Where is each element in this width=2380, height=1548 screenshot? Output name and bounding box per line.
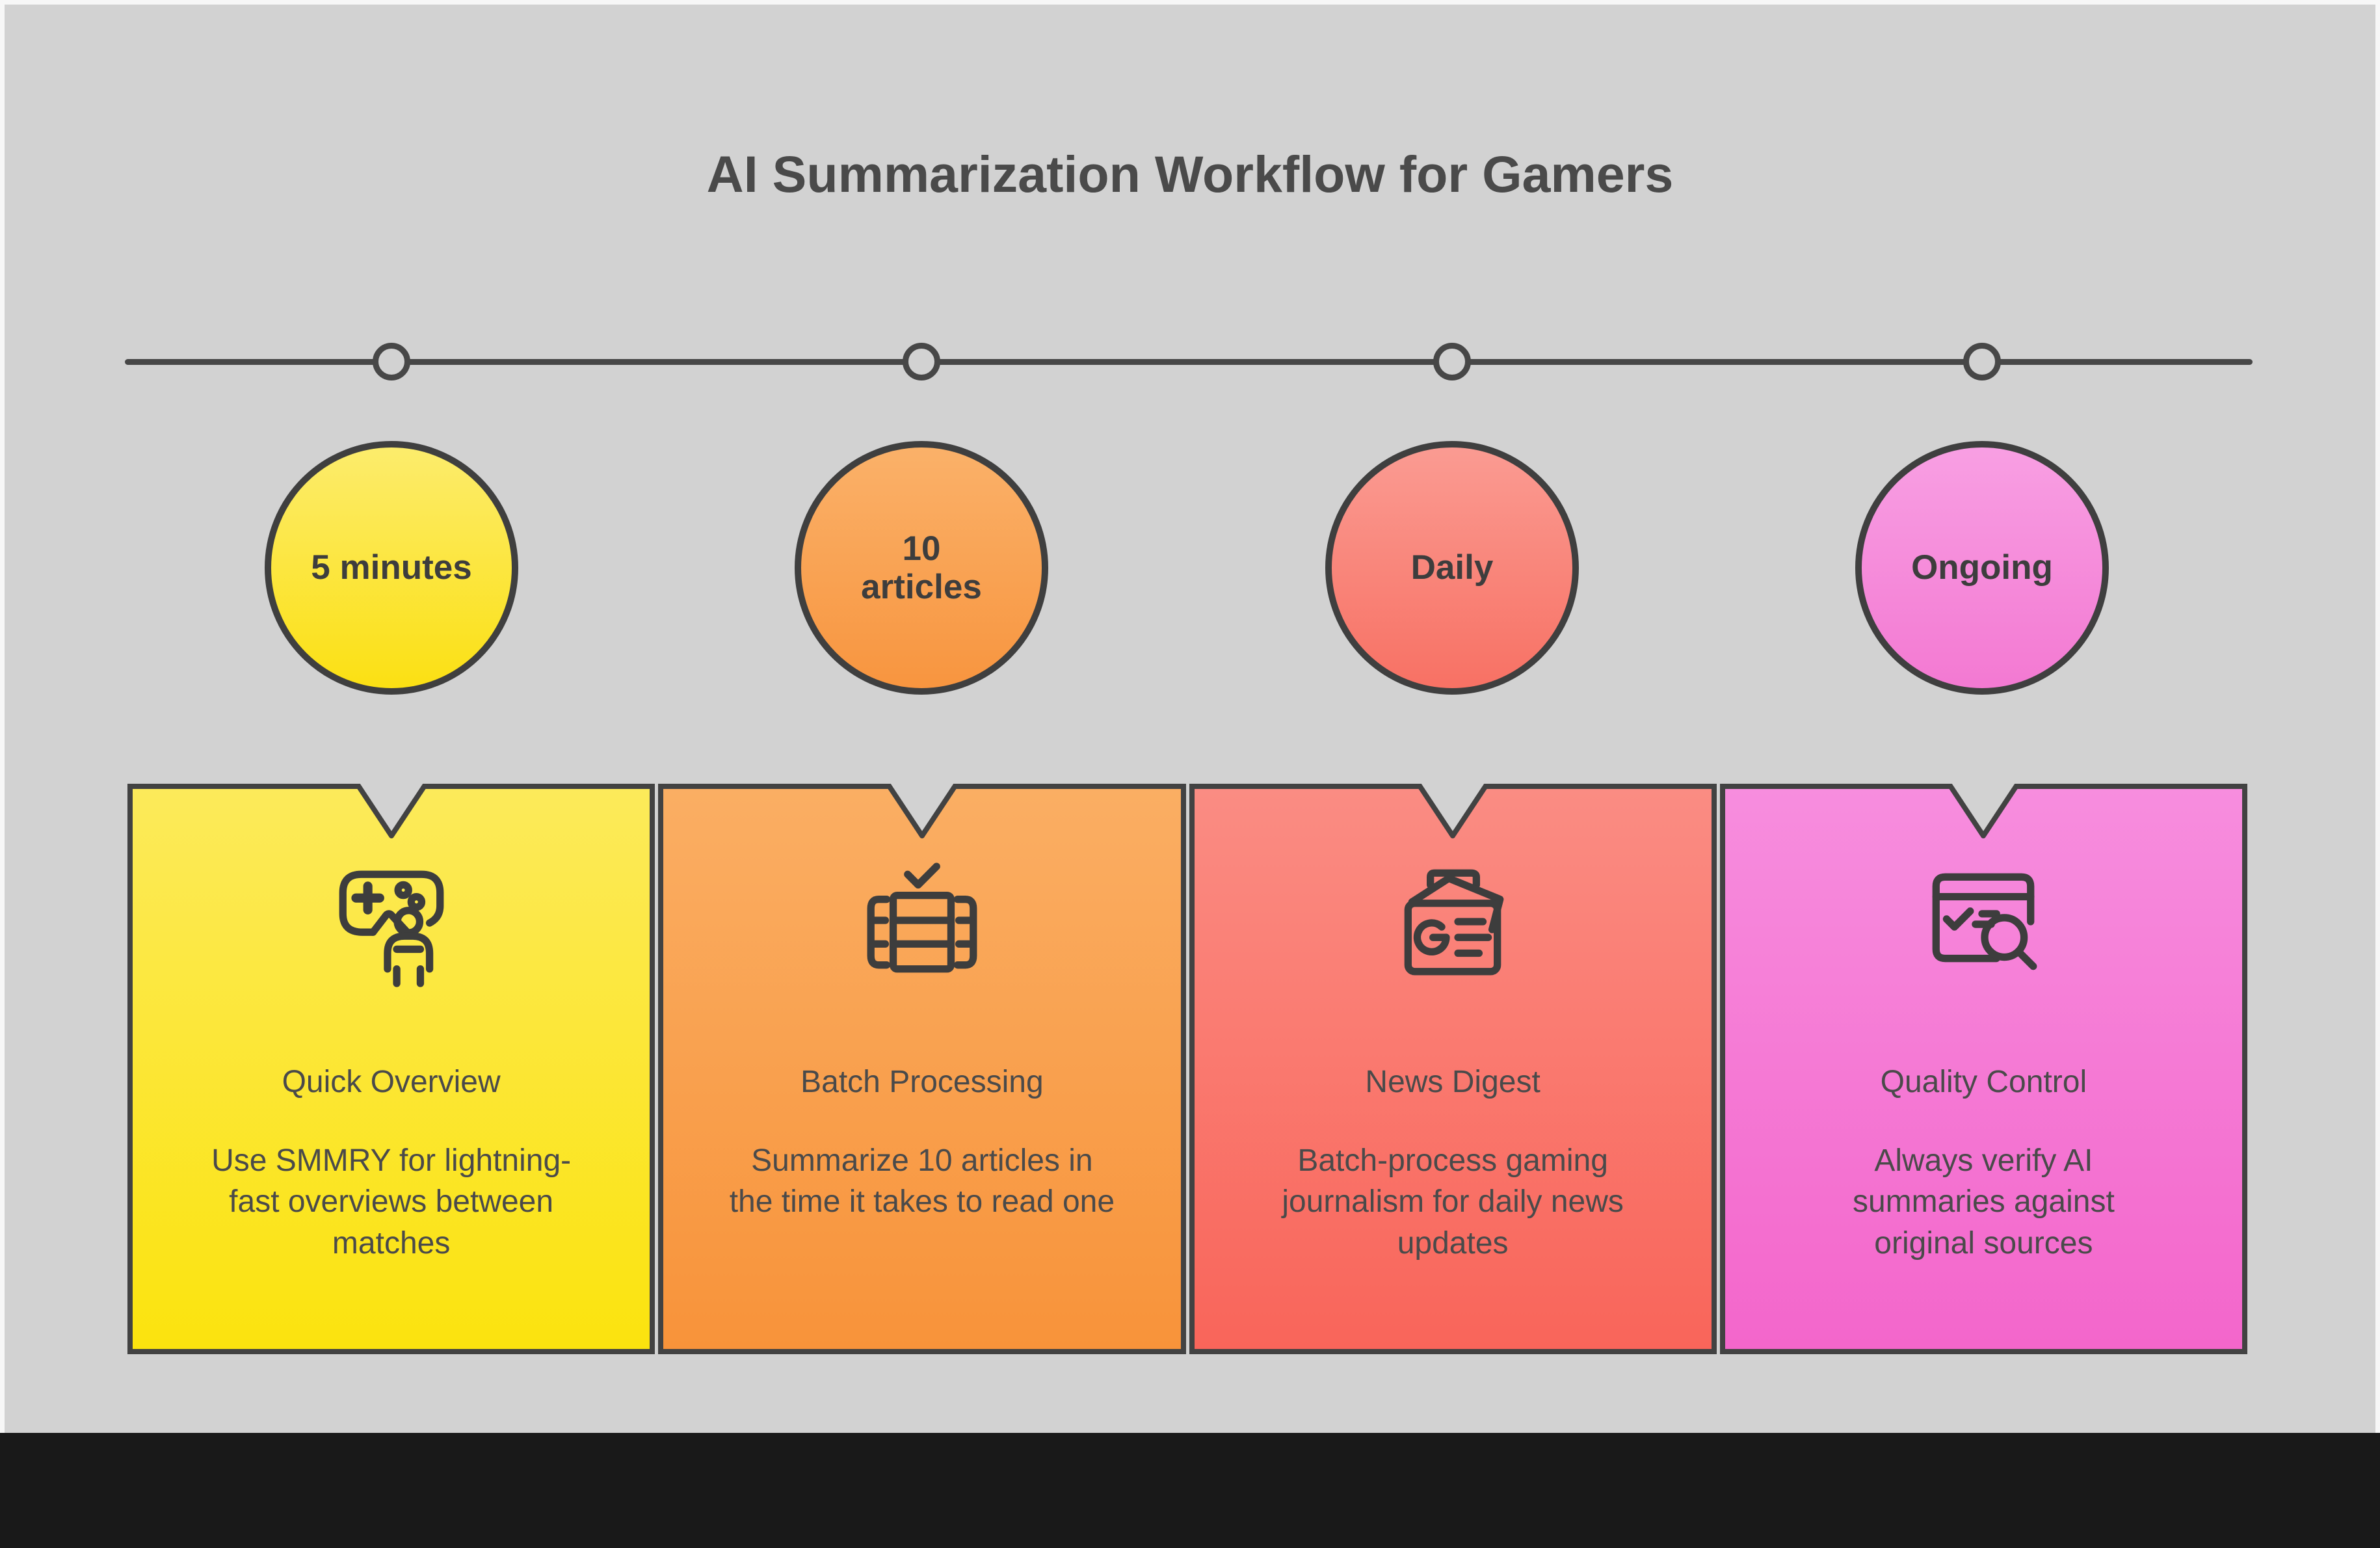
step-badge-circle-3: Daily — [1325, 441, 1579, 695]
step-card-news-digest: News Digest Batch-process gaming journal… — [1189, 784, 1717, 1354]
step-card-quick-overview: Quick Overview Use SMMRY for lightning-f… — [127, 784, 655, 1354]
card-notch — [354, 784, 428, 838]
step-card-batch-processing: Batch Processing Summarize 10 articles i… — [658, 784, 1186, 1354]
step-badge-circle-1: 5 minutes — [265, 441, 518, 695]
timeline-node-4 — [1963, 343, 2001, 380]
step-cards-row: Quick Overview Use SMMRY for lightning-f… — [127, 784, 2247, 1354]
gamepad-person-icon — [323, 856, 460, 987]
card-notch — [1947, 784, 2020, 838]
card-description: Use SMMRY for lightning-fast overviews b… — [211, 1143, 572, 1261]
badge-label: Ongoing — [1911, 548, 2053, 587]
badge-label: Daily — [1410, 548, 1494, 587]
step-card-quality-control: Quality Control Always verify AI summari… — [1719, 784, 2247, 1354]
step-badge-circle-4: Ongoing — [1855, 441, 2109, 695]
card-description: Batch-process gaming journalism for dail… — [1282, 1143, 1624, 1261]
step-badge-circle-2: 10 articles — [795, 441, 1048, 695]
card-title: Quality Control — [1880, 1065, 2087, 1099]
verify-search-icon — [1914, 856, 2052, 987]
bottom-black-bar — [0, 1433, 2380, 1548]
page-title: AI Summarization Workflow for Gamers — [706, 145, 1674, 203]
card-notch — [1416, 784, 1490, 838]
badge-label: 10 articles — [861, 529, 982, 606]
news-digest-icon — [1384, 856, 1522, 987]
timeline-line — [125, 359, 2253, 365]
batch-stack-check-icon — [853, 856, 991, 987]
card-title: Quick Overview — [282, 1065, 501, 1099]
card-title: Batch Processing — [800, 1065, 1044, 1099]
timeline-node-1 — [373, 343, 410, 380]
timeline-node-3 — [1433, 343, 1471, 380]
timeline-node-2 — [903, 343, 940, 380]
card-notch — [885, 784, 959, 838]
badge-label: 5 minutes — [311, 548, 472, 587]
card-title: News Digest — [1365, 1065, 1540, 1099]
card-description: Always verify AI summaries against origi… — [1852, 1143, 2115, 1261]
card-description: Summarize 10 articles in the time it tak… — [729, 1143, 1115, 1220]
